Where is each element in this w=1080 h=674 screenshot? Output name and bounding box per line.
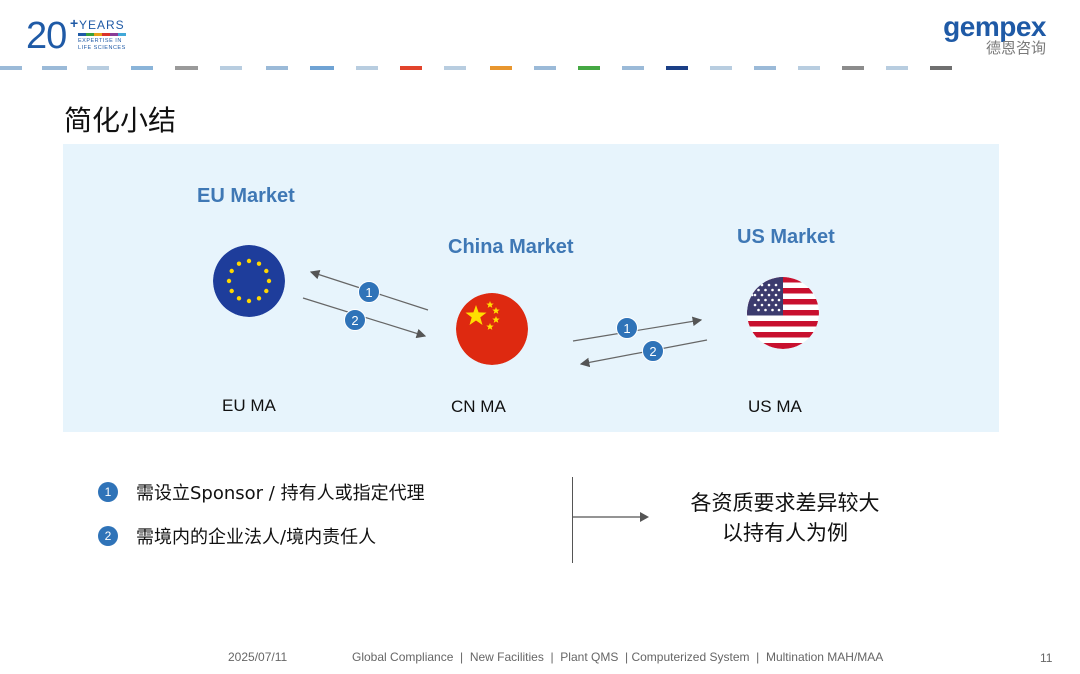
logo-subtitle: EXPERTISE IN LIFE SCIENCES (78, 38, 158, 51)
conclusion-arrow-icon (572, 512, 649, 522)
legend-badge-2: 2 (98, 526, 118, 546)
badge-eu-2: 2 (344, 309, 366, 331)
conclusion-line-2: 以持有人为例 (722, 521, 848, 545)
badge-eu-1: 1 (358, 281, 380, 303)
footer-topics: Global Compliance | New Facilities | Pla… (352, 650, 884, 664)
conclusion-line-1: 各资质要求差异较大 (690, 491, 880, 515)
legend-text-1: 需设立Sponsor / 持有人或指定代理 (136, 483, 425, 504)
us-flag-icon (747, 277, 819, 349)
china-market-label: China Market (448, 236, 574, 258)
china-flag-icon (456, 293, 528, 365)
legend-divider (572, 477, 573, 563)
logo-years: YEARS (79, 18, 125, 32)
cn-ma-label: CN MA (451, 397, 506, 416)
legend-badge-1: 1 (98, 482, 118, 502)
eu-ma-label: EU MA (222, 396, 276, 415)
eu-flag-icon (213, 245, 285, 317)
logo-color-bar (78, 33, 126, 36)
legend-text-2: 需境内的企业法人/境内责任人 (136, 527, 377, 548)
us-ma-label: US MA (748, 397, 802, 416)
brand-logo: gempex (943, 11, 1046, 42)
slide-title: 简化小结 (64, 104, 177, 137)
badge-us-2: 2 (642, 340, 664, 362)
eu-market-label: EU Market (197, 185, 295, 207)
footer-date: 2025/07/11 (228, 650, 288, 664)
logo-sub-line2: LIFE SCIENCES (78, 44, 126, 51)
company-anniversary-logo: 20 + YEARS EXPERTISE IN LIFE SCIENCES (26, 16, 136, 58)
badge-us-1: 1 (616, 317, 638, 339)
logo-sub-line1: EXPERTISE IN (78, 38, 122, 44)
header-color-strip (0, 66, 1080, 70)
logo-number: 20 (26, 15, 67, 57)
page-number: 11 (1040, 651, 1053, 665)
us-market-label: US Market (737, 226, 835, 248)
conclusion-text: 各资质要求差异较大 以持有人为例 (640, 488, 930, 548)
brand-logo-chinese: 德恩咨询 (985, 40, 1046, 57)
logo-plus: + (70, 15, 79, 31)
